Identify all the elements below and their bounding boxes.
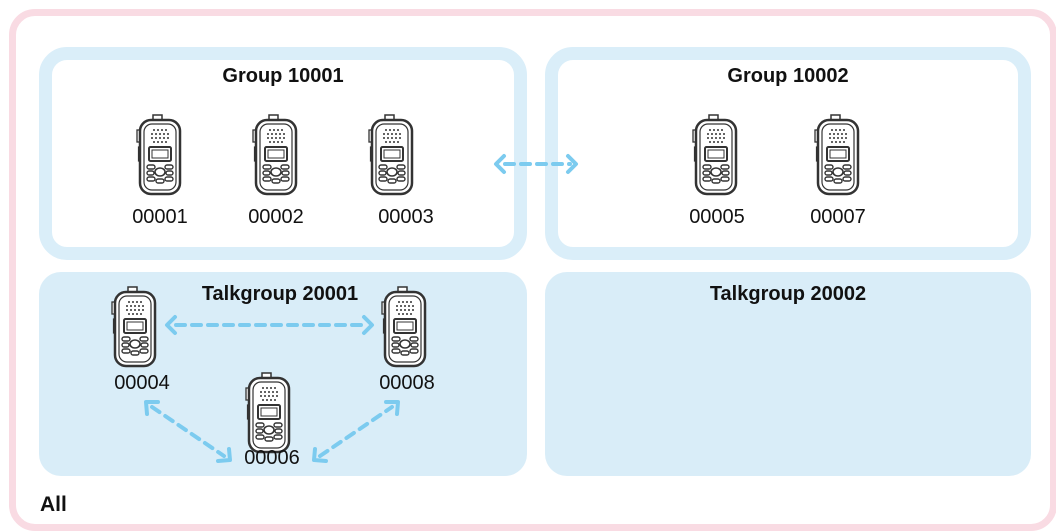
group-10001-box [39,47,527,260]
talkgroup-20002-box [545,272,1031,476]
group-10002-box [545,47,1031,260]
radio-00003-label: 00003 [378,206,434,228]
group-10001-title: Group 10001 [222,65,344,87]
radio-00004-label: 00004 [114,372,170,394]
arrowhead-lower [312,447,328,463]
arrowhead-upper [144,400,160,416]
arrowhead-lower [216,447,232,463]
all-scope-label: All [40,493,67,516]
arrowhead-right [566,154,578,174]
arrowhead-left [494,154,506,174]
talkgroup-20002-title: Talkgroup 20002 [709,283,867,305]
arrowhead-upper [384,400,400,416]
group-10002-title: Group 10002 [727,65,849,87]
radio-00007-label: 00007 [810,206,866,228]
link-00006-00008 [318,405,394,458]
talkgroup-20001-title: Talkgroup 20001 [201,283,359,305]
arrowhead-left [165,315,177,335]
radio-00001-label: 00001 [132,206,188,228]
radio-00002-label: 00002 [248,206,304,228]
radio-00005-label: 00005 [689,206,745,228]
radio-00008-label: 00008 [379,372,435,394]
link-00004-00006 [150,405,226,458]
arrowhead-right [362,315,374,335]
radio-00006-label: 00006 [244,447,300,469]
